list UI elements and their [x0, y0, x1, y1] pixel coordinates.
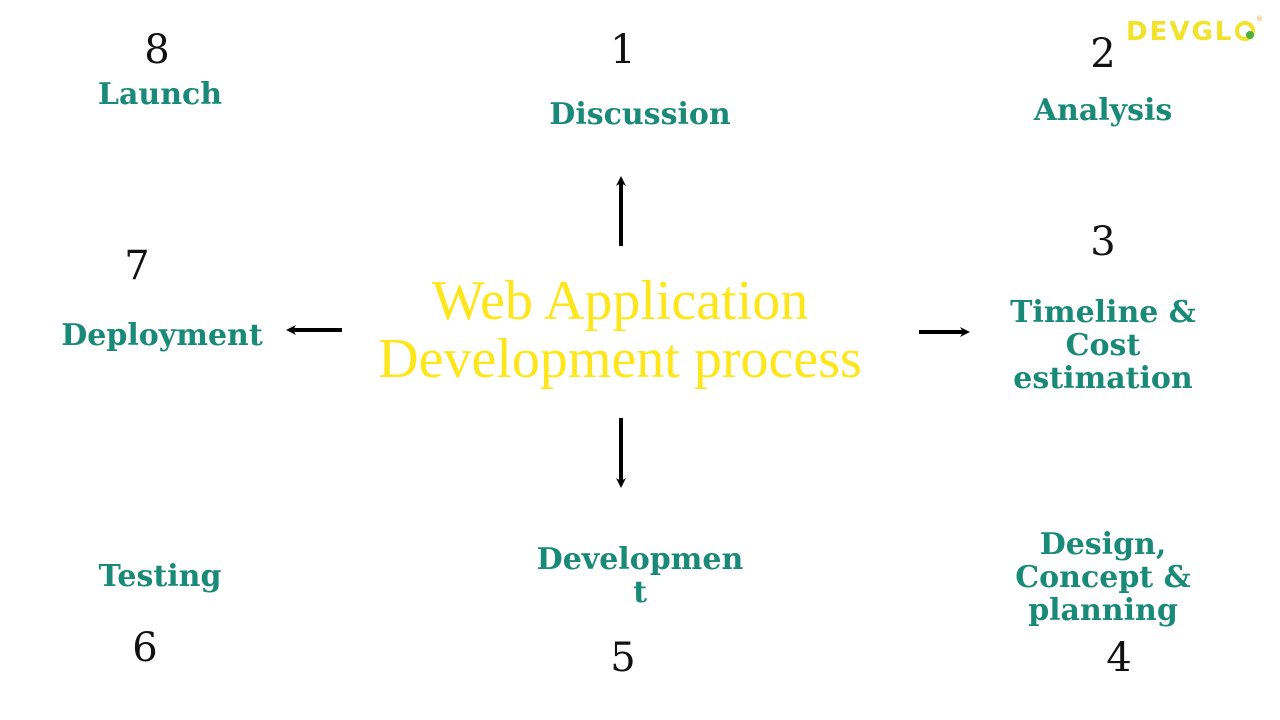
step-3-number: 3 — [1090, 219, 1116, 265]
title-line-1: Web Application — [431, 270, 809, 332]
step-2-number: 2 — [1090, 31, 1116, 77]
devglo-logo: DEVGL ® — [1126, 15, 1263, 47]
step-1-label: Discussion — [549, 97, 731, 132]
step-4-label: Design, Concept & planning — [1015, 527, 1191, 628]
step-8-label: Launch — [97, 77, 223, 112]
step-1-number: 1 — [610, 27, 636, 73]
title-line-2: Development process — [378, 328, 862, 390]
step-8-number: 8 — [144, 27, 170, 73]
svg-text:®: ® — [1256, 15, 1263, 23]
step-4-number: 4 — [1106, 635, 1132, 681]
step-6-label: Testing — [98, 559, 222, 594]
step-2-label: Analysis — [1033, 93, 1173, 128]
step-5-number: 5 — [610, 635, 636, 681]
step-3-label: Timeline & Cost estimation — [1010, 295, 1196, 396]
step-7-number: 7 — [124, 243, 150, 289]
diagram-title: Web Application Development process — [320, 272, 920, 388]
step-6-number: 6 — [132, 625, 158, 671]
svg-text:DEVGL: DEVGL — [1126, 17, 1233, 47]
step-5-label: Developmen t — [536, 542, 744, 610]
step-7-label: Deployment — [61, 318, 263, 353]
